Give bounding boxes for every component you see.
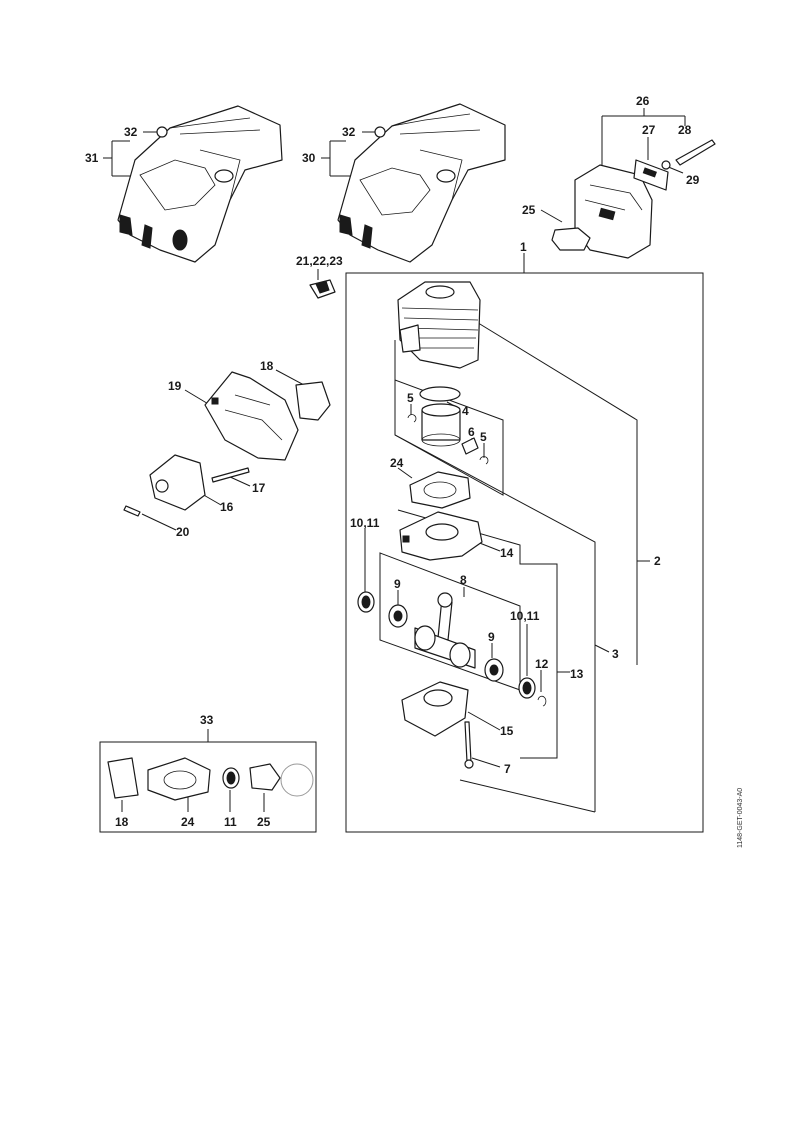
label-9a: 9 (394, 577, 401, 591)
label-28: 28 (678, 123, 692, 137)
cylinder-1 (397, 281, 481, 369)
gasket-18a (295, 381, 331, 421)
piston (421, 403, 461, 447)
carb-mount-19 (204, 371, 299, 461)
label-3: 3 (612, 647, 619, 661)
label-10-11b: 10,11 (510, 609, 540, 623)
label-29: 29 (686, 173, 700, 187)
screw-32a (156, 126, 168, 138)
label-5b: 5 (480, 430, 487, 444)
frame-13 (397, 509, 558, 759)
shroud-30 (337, 103, 506, 263)
gasket-25a (551, 227, 591, 251)
label-4: 4 (462, 404, 469, 418)
muffler-26 (574, 139, 716, 259)
base-gasket-24a (409, 471, 471, 509)
kit-gasket-24 (147, 757, 211, 801)
label-19: 19 (168, 379, 182, 393)
frame-7-bolt (459, 779, 596, 813)
label-30: 30 (302, 151, 316, 165)
label-8: 8 (460, 573, 467, 587)
label-9b: 9 (488, 630, 495, 644)
label-12: 12 (535, 657, 549, 671)
circlip-5b (479, 456, 489, 465)
label-13: 13 (570, 667, 584, 681)
crankcase-14 (399, 511, 483, 561)
label-6: 6 (468, 425, 475, 439)
piston-ring-4 (419, 386, 461, 402)
label-18b: 18 (115, 815, 129, 829)
kit-gasket-25 (249, 763, 281, 791)
label-15: 15 (500, 724, 514, 738)
label-16: 16 (220, 500, 234, 514)
label-7: 7 (504, 762, 511, 776)
label-5a: 5 (407, 391, 414, 405)
image-code: 1148-GET-0043-A0 (737, 788, 744, 848)
assembly-frame-1 (345, 272, 704, 833)
label-10-11a: 10,11 (350, 516, 380, 530)
label-32b: 32 (342, 125, 356, 139)
screw-32b (374, 126, 386, 138)
screw-20 (123, 505, 141, 517)
bolt-17 (211, 467, 250, 483)
label-24b: 24 (181, 815, 195, 829)
crankcase-15 (401, 681, 469, 737)
frame-3 (394, 340, 596, 812)
label-14: 14 (500, 546, 514, 560)
label-24a: 24 (390, 456, 404, 470)
label-18a: 18 (260, 359, 274, 373)
circlip-5a (407, 414, 417, 423)
label-31: 31 (85, 151, 99, 165)
label-25a: 25 (522, 203, 536, 217)
kit-gasket-18 (107, 757, 139, 799)
frame-2 (469, 317, 638, 665)
label-20: 20 (176, 525, 190, 539)
kit-gasket-grey (280, 763, 314, 797)
bolt-7 (464, 721, 474, 769)
label-2: 2 (654, 554, 661, 568)
shroud-31 (117, 105, 283, 263)
label-11: 11 (224, 815, 237, 829)
label-32a: 32 (124, 125, 138, 139)
circlip-12 (537, 695, 547, 707)
spark-plug-21 (309, 279, 336, 299)
label-1: 1 (520, 240, 527, 254)
piston-pin-6 (461, 437, 479, 455)
plate-16 (149, 454, 206, 511)
label-21-22-23: 21,22,23 (296, 254, 343, 268)
label-25b: 25 (257, 815, 271, 829)
label-17: 17 (252, 481, 266, 495)
label-27: 27 (642, 123, 656, 137)
label-26: 26 (636, 94, 650, 108)
crankshaft-8 (414, 592, 476, 669)
label-33: 33 (200, 713, 214, 727)
